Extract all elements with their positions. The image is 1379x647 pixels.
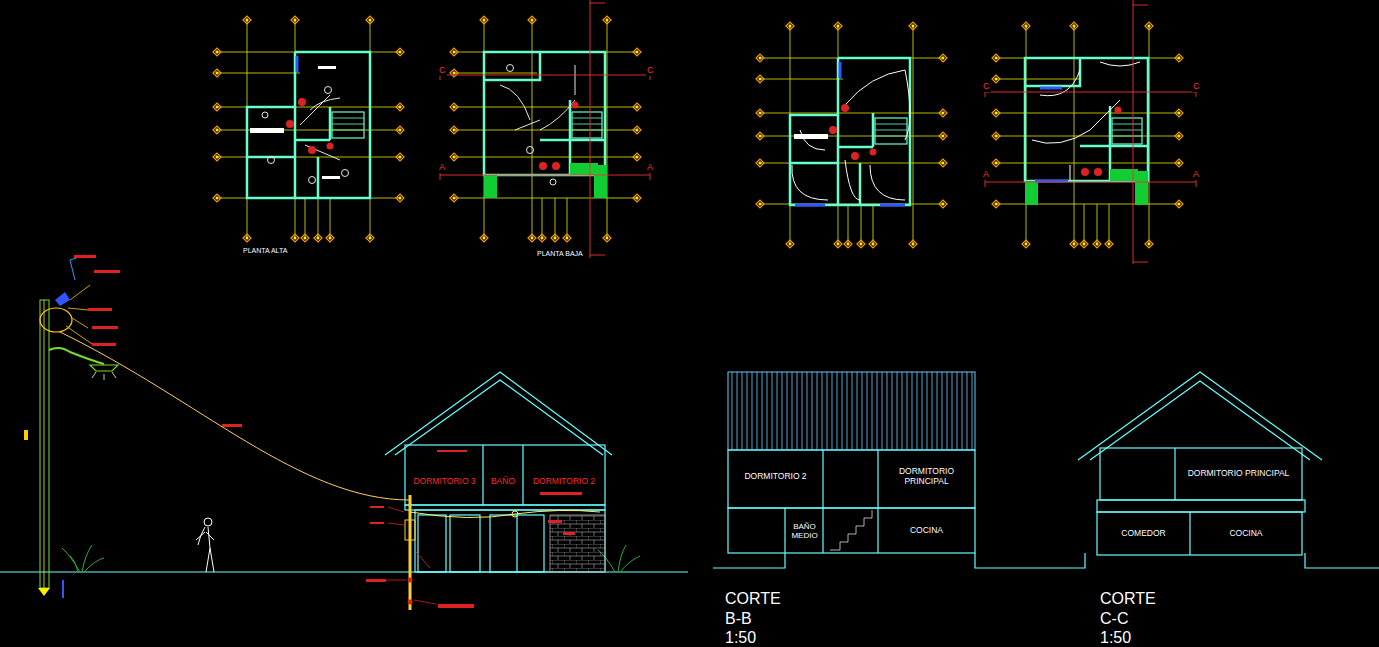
room-label-box: COCINA — [880, 511, 973, 551]
section-title: 1:50 — [1099, 629, 1132, 647]
room-label-box: DORMITORIO 2 — [525, 462, 603, 502]
room-name: DORMITORIO PRINCIPAL — [1188, 469, 1290, 479]
room-name: DORMITORIO 2 — [744, 472, 806, 482]
room-name: DORMITORIO 3 — [413, 477, 475, 487]
room-name: BAÑO — [491, 477, 515, 487]
plan-title: PLANTA BAJA — [536, 250, 584, 258]
room-label-box: DORMITORIO PRINCIPAL — [1177, 452, 1300, 496]
room-label-box: COMEDOR — [1099, 515, 1188, 553]
section-mark: C — [646, 66, 655, 76]
section-title: B-B — [724, 610, 753, 628]
section-mark: A — [1192, 170, 1200, 180]
section-mark: A — [438, 163, 446, 173]
section-title: C-C — [1099, 610, 1129, 628]
room-label-box: DORMITORIO PRINCIPAL — [880, 455, 973, 499]
room-label-box: COCINA — [1192, 515, 1300, 553]
room-label-box: BAÑO MEDIO — [787, 511, 822, 551]
section-mark: A — [646, 163, 654, 173]
section-mark: C — [438, 66, 447, 76]
section-title: CORTE — [1099, 590, 1157, 608]
room-name: DORMITORIO 2 — [533, 477, 595, 487]
room-label-box: BAÑO — [485, 462, 521, 502]
room-label-box: DORMITORIO 2 — [730, 455, 821, 499]
room-name: COCINA — [910, 526, 943, 536]
section-mark: A — [982, 170, 990, 180]
plan-title: PLANTA ALTA — [242, 247, 288, 255]
room-label-box: DORMITORIO 3 — [407, 462, 482, 502]
section-mark: C — [1192, 82, 1201, 92]
room-name: COMEDOR — [1121, 529, 1165, 539]
room-name: BAÑO MEDIO — [788, 522, 821, 540]
section-title: 1:50 — [724, 629, 757, 647]
room-name: COCINA — [1229, 529, 1262, 539]
section-title: CORTE — [724, 590, 782, 608]
room-name: DORMITORIO PRINCIPAL — [881, 467, 972, 487]
section-mark: C — [982, 82, 991, 92]
